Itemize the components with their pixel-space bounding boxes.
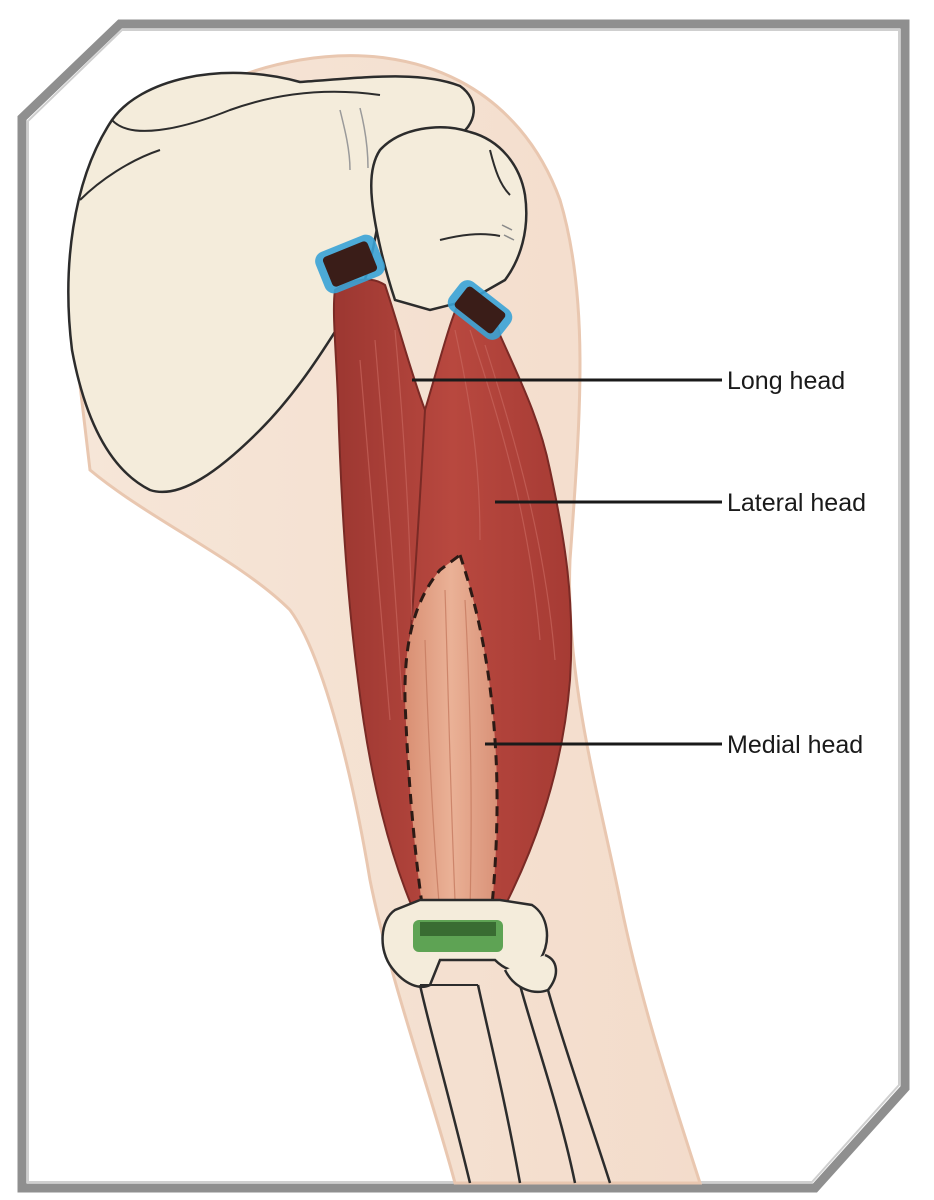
long-head-label: Long head [727, 367, 845, 395]
medial-head-label: Medial head [727, 731, 863, 759]
humerus-head [370, 126, 528, 312]
lateral-head-origin-tendon [454, 286, 506, 334]
leader-lines [412, 378, 722, 746]
origin-markers [315, 234, 513, 340]
labels: Long head Lateral head Medial head [727, 367, 866, 759]
medial-head-muscle [403, 552, 499, 927]
insertion-marker [413, 920, 503, 952]
lateral-head-label: Lateral head [727, 489, 866, 517]
long-head-origin-tendon [322, 241, 378, 287]
